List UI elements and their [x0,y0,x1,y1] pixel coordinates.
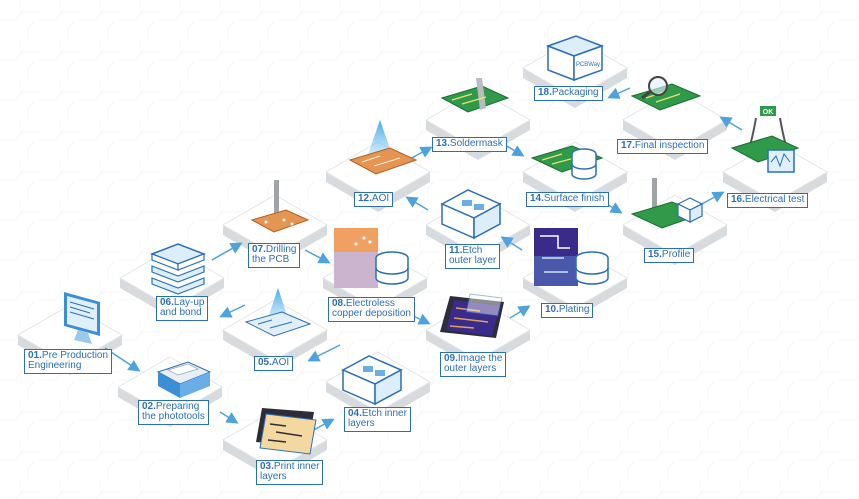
outer-layer-image-icon [440,293,504,338]
step-number: 17. [621,140,635,151]
step-label-06: 06.Lay-up and bond [156,296,209,321]
flow-arrow-7-8 [304,249,331,264]
step-number: 01. [28,350,42,361]
step-number: 04. [348,408,362,419]
step-label-08: 08.Electroless copper deposition [328,297,415,322]
step-label-05: 05.AOI [254,356,294,371]
step-label-14: 14.Surface finish [526,192,609,207]
step-number: 14. [530,193,544,204]
step-title-line: outer layer [449,255,497,266]
step-title-line: Profile [661,249,691,260]
flow-arrow-10-11 [500,236,523,251]
step-title-line: Lay-up [173,297,205,308]
step-label-18: 18.Packaging [534,86,603,101]
flow-arrow-5-6 [219,304,246,318]
step-number: 08. [332,298,346,309]
soldermask-squeegee-icon [440,78,510,113]
package-box-icon: PCBWay [545,35,605,82]
plating-icon [534,228,609,286]
drill-icon [250,180,310,233]
flow-arrow-2-3 [219,411,239,424]
surface-finish-icon [530,145,604,180]
step-number: 11. [449,245,463,256]
step-label-01: 01.Pre Production Engineering [24,349,113,374]
step-title-line: Pre Production [41,350,109,361]
step-title-line: AOI [271,357,290,368]
copper-bath-icon [334,228,409,288]
step-number: 02. [142,401,156,412]
step-title-line: Drilling [265,244,297,255]
step-title-line: Print inner [273,461,320,472]
step-label-15: 15.Profile [644,248,695,263]
package-brand-text: PCBWay [576,62,600,68]
step-title-line: Final inspection [634,140,705,151]
step-title-line: and bond [160,307,202,318]
step-title-line: Electrical test [744,194,805,205]
step-label-07: 07.Drilling the PCB [248,243,301,268]
film-layers-icon [256,408,317,455]
step-label-17: 17.Final inspection [617,139,709,154]
step-title-line: Etch [462,245,483,256]
step-title-line: Plating [558,304,590,315]
router-profile-icon [630,178,704,229]
etch-tank-icon [341,355,403,406]
aoi-scanner-icon [348,120,418,175]
step-label-09: 09.Image the outer layers [440,352,507,377]
step-label-11: 11.Etch outer layer [445,244,501,269]
step-number: 09. [444,353,458,364]
magnifier-icon [630,76,702,111]
flow-arrow-17-18 [607,87,631,99]
aoi-scanner-icon [244,288,312,337]
step-title-line: Engineering [28,360,82,371]
flow-arrow-15-16 [699,191,725,206]
step-number: 05. [258,357,272,368]
step-number: 13. [436,138,450,149]
flow-arrow-4-5 [307,344,341,362]
step-title-line: Electroless [345,298,395,309]
electrical-test-icon: OK [730,106,800,173]
step-title-line: Soldermask [449,138,503,149]
step-number: 10. [545,304,559,315]
etch-tank-icon [440,189,502,240]
step-label-03: 03.Print inner layers [256,460,324,485]
step-title-line: Preparing [155,401,200,412]
step-label-04: 04.Etch inner layers [344,407,411,432]
step-label-12: 12.AOI [354,192,394,207]
flow-arrow-9-10 [509,305,531,319]
step-number: 03. [260,461,274,472]
flow-arrow-16-17 [719,116,743,131]
flow-arrow-6-7 [211,242,243,261]
step-number: 12. [358,193,372,204]
step-number: 16. [731,194,745,205]
step-number: 15. [648,249,662,260]
step-title-line: Packaging [551,87,599,98]
flow-arrow-11-12 [405,196,429,211]
printer-icon [156,361,212,398]
step-title-line: outer layers [444,363,497,374]
ok-badge-text: OK [763,109,774,116]
flow-arrow-13-14 [504,144,525,157]
step-label-10: 10.Plating [541,303,594,318]
step-title-line: the phototools [142,411,205,422]
step-label-13: 13.Soldermask [432,137,507,152]
step-title-line: layers [260,471,287,482]
step-label-02: 02.Preparing the phototools [138,400,209,425]
step-number: 06. [160,297,174,308]
step-title-line: AOI [371,193,390,204]
layer-stack-icon [149,243,207,295]
step-title-line: layers [348,418,375,429]
step-number: 07. [252,244,266,255]
step-title-line: the PCB [252,254,290,265]
step-title-line: copper deposition [332,308,411,319]
monitor-icon [64,292,100,344]
step-label-16: 16.Electrical test [727,193,809,208]
step-title-line: Etch inner [361,408,407,419]
step-title-line: Surface finish [543,193,605,204]
step-title-line: Image the [457,353,503,364]
step-number: 18. [538,87,552,98]
